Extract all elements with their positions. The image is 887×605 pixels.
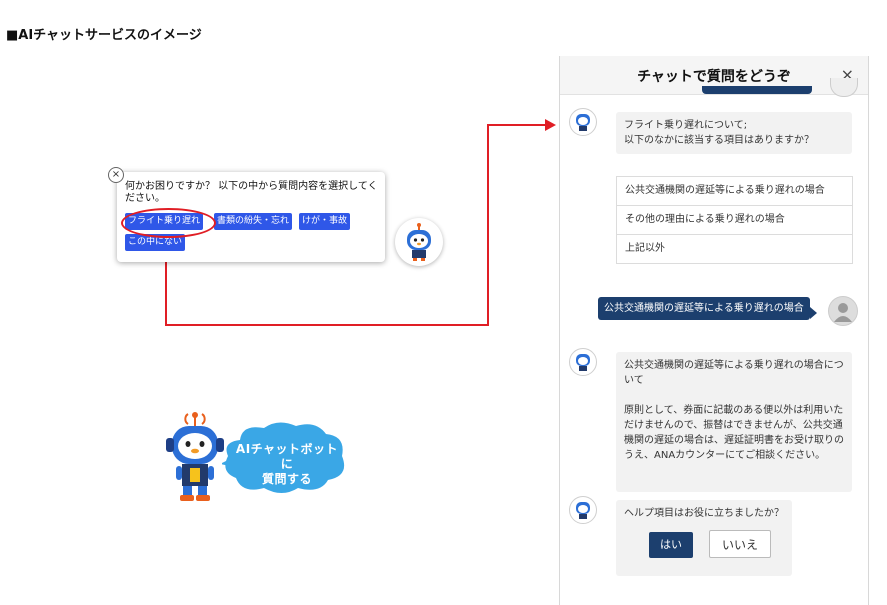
bot-answer-body: 原則として、券面に記載のある便以外は利用いただけませんので、振替はできませんが、… [624,405,844,461]
popup-close-icon[interactable]: × [108,167,124,183]
option-other-reason[interactable]: その他の理由による乗り遅れの場合 [617,206,852,235]
popup-message: 何かお困りですか？ 以下の中から質問内容を選択してください。 [125,181,378,204]
chip-lost-documents[interactable]: 書類の紛失・忘れ [214,213,293,230]
bot-answer-bubble: 公共交通機関の遅延等による乗り遅れの場合について 原則として、券面に記載のある便… [616,352,852,492]
robot-icon [576,114,590,131]
bot-answer-title: 公共交通機関の遅延等による乗り遅れの場合について [624,360,844,386]
yes-button[interactable]: はい [649,532,693,558]
chip-none-of-these[interactable]: この中にない [125,234,186,251]
option-other[interactable]: 上記以外 [625,243,665,254]
bot-avatar [569,496,597,524]
no-button[interactable]: いいえ [709,530,771,558]
robot-icon [576,354,590,371]
help-question: ヘルプ項目はお役に立ちましたか？ [624,508,784,519]
bot-question-bubble: フライト乗り遅れについて; 以下のなかに該当する項目はありますか？ [616,112,852,154]
previous-message-partial [702,86,812,94]
callout-text: AIチャットボットに 質問する [235,442,339,486]
user-avatar [828,296,858,326]
option-public-transport-delay[interactable]: 公共交通機関の遅延等による乗り遅れの場合 [617,177,852,206]
highlight-circle [121,208,216,238]
option-list: 公共交通機関の遅延等による乗り遅れの場合 その他の理由による乗り遅れの場合 上記… [616,176,853,264]
bot-avatar [569,348,597,376]
previous-user-avatar [830,78,858,97]
user-message-bubble: 公共交通機関の遅延等による乗り遅れの場合 [598,297,810,320]
chatbot-mascot [160,410,230,506]
arrow-head-icon [545,119,556,131]
robot-icon [576,502,590,519]
chatbot-launcher-button[interactable] [395,218,443,266]
speech-cloud [222,422,345,493]
chip-injury-accident[interactable]: けが・事故 [299,213,351,230]
robot-mascot-icon [166,412,224,501]
chat-panel: チャットで質問をどうぞ × フライト乗り遅れについて; 以下のなかに該当する項目… [559,56,869,605]
page-heading: ■AIチャットサービスのイメージ [6,28,202,43]
user-bubble-tail [810,307,817,319]
chat-title: チャットで質問をどうぞ [637,69,791,85]
bot-avatar [569,108,597,136]
person-icon [834,303,852,322]
robot-icon [407,223,431,261]
